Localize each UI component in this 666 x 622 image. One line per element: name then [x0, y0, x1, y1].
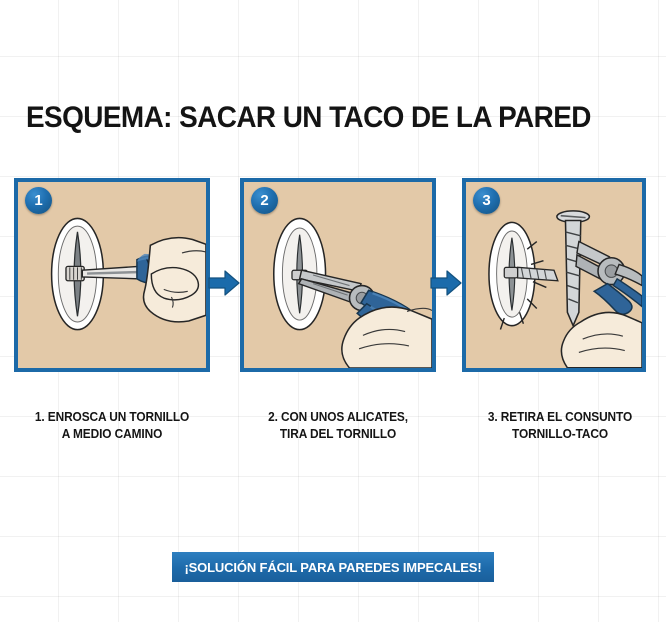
step-caption-3-line1: 3. RETIRA EL CONSUNTO — [487, 410, 633, 424]
bottom-banner: ¡SOLUCIÓN FÁCIL PARA PAREDES IMPECALES! — [172, 552, 494, 582]
step-panel-2: 2 — [240, 178, 436, 372]
step-1-illustration — [50, 217, 206, 331]
page-title: ESQUEMA: SACAR UN TACO DE LA PARED — [26, 101, 591, 134]
step-caption-1-line2: A MEDIO CAMINO — [61, 427, 163, 441]
step-caption-3: 3. RETIRA EL CONSUNTO TORNILLO-TACO — [463, 409, 657, 443]
step-caption-2-line1: 2. CON UNOS ALICATES, — [268, 410, 408, 424]
step-badge-1: 1 — [25, 187, 52, 214]
step-caption-2: 2. CON UNOS ALICATES, TIRA DEL TORNILLO — [241, 409, 435, 443]
step-badge-2: 2 — [251, 187, 278, 214]
step-caption-2-line2: TIRA DEL TORNILLO — [279, 427, 397, 441]
step-2-illustration — [272, 217, 432, 368]
arrow-step-1-to-2-icon — [208, 270, 240, 296]
step-3-illustration — [488, 210, 642, 368]
step-caption-3-line2: TORNILLO-TACO — [512, 427, 608, 441]
step-panel-1: 1 — [14, 178, 210, 372]
step-badge-3: 3 — [473, 187, 500, 214]
step-caption-1: 1. ENROSCA UN TORNILLO A MEDIO CAMINO — [15, 409, 209, 443]
step-caption-1-line1: 1. ENROSCA UN TORNILLO — [34, 410, 190, 424]
arrow-step-2-to-3-icon — [430, 270, 462, 296]
step-panel-3: 3 — [462, 178, 646, 372]
